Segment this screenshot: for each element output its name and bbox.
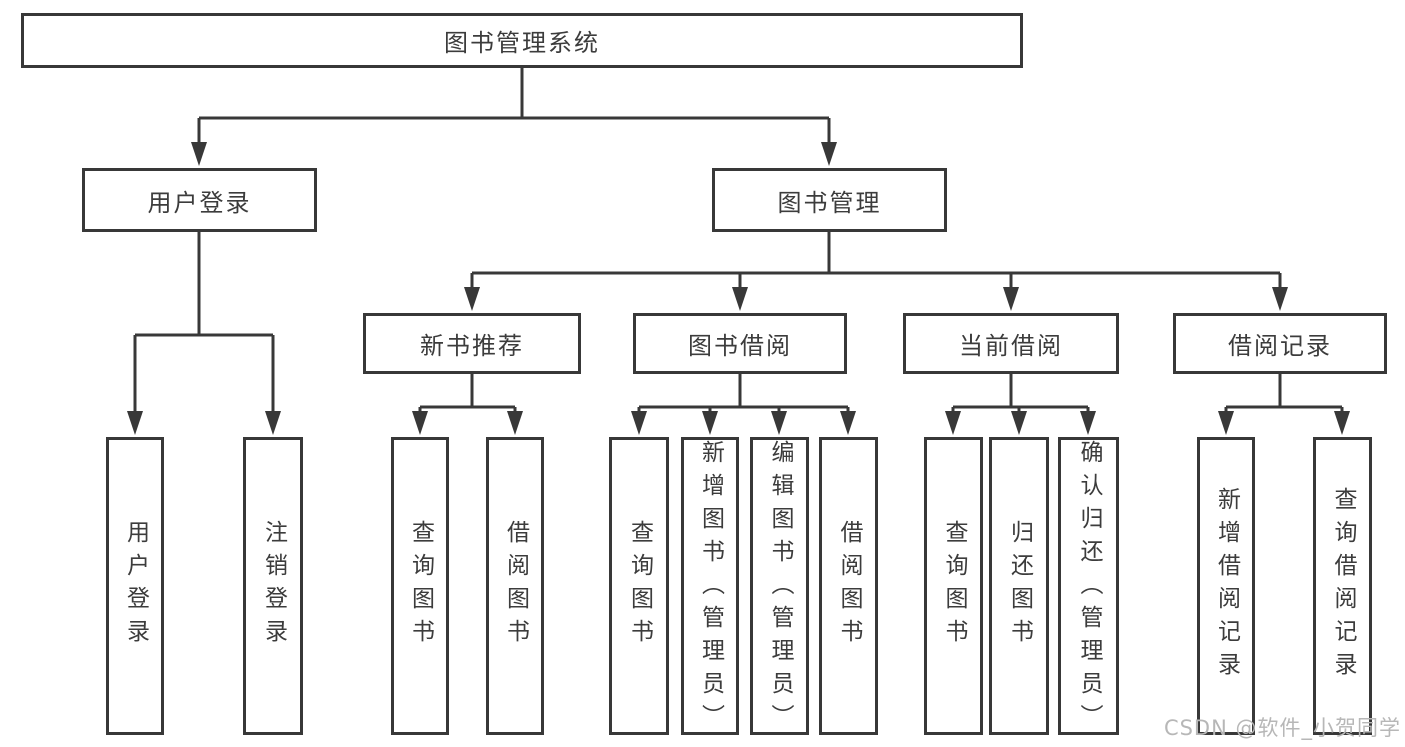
leaf-logout-label: 注销登录 <box>260 520 287 652</box>
leaf-query-books-borrow-label: 查询图书 <box>626 520 653 652</box>
leaf-borrow-books-recommend: 借阅图书 <box>486 437 544 735</box>
node-borrow-record-label: 借阅记录 <box>1228 332 1332 360</box>
leaf-edit-book-admin-label: 编辑图书（管理员） <box>767 440 793 737</box>
leaf-confirm-return-admin-label: 确认归还（管理员） <box>1076 440 1102 737</box>
leaf-borrow-books-recommend-label: 借阅图书 <box>502 520 529 652</box>
leaf-add-borrow-record: 新增借阅记录 <box>1197 437 1255 735</box>
node-new-book-recommend: 新书推荐 <box>363 313 581 374</box>
node-user-login: 用户登录 <box>82 168 317 232</box>
leaf-add-book-admin: 新增图书（管理员） <box>681 437 739 737</box>
csdn-watermark: CSDN @软件_小贺同学 <box>1163 716 1401 740</box>
leaf-query-books-borrow: 查询图书 <box>609 437 669 735</box>
node-borrow-record: 借阅记录 <box>1173 313 1387 374</box>
leaf-logout: 注销登录 <box>243 437 303 735</box>
leaf-return-book-label: 归还图书 <box>1006 520 1033 652</box>
leaf-query-borrow-record-label: 查询借阅记录 <box>1330 487 1356 685</box>
node-current-borrow-label: 当前借阅 <box>959 332 1063 360</box>
leaf-query-books-current-label: 查询图书 <box>941 520 967 652</box>
leaf-borrow-books: 借阅图书 <box>819 437 878 735</box>
node-book-management: 图书管理 <box>712 168 947 232</box>
leaf-query-books-current: 查询图书 <box>924 437 983 735</box>
leaf-edit-book-admin: 编辑图书（管理员） <box>750 437 809 737</box>
node-book-borrow: 图书借阅 <box>633 313 847 374</box>
node-book-management-label: 图书管理 <box>777 188 882 217</box>
leaf-return-book: 归还图书 <box>989 437 1049 735</box>
root-node-label: 图书管理系统 <box>444 29 600 57</box>
node-book-borrow-label: 图书借阅 <box>688 332 792 360</box>
node-user-login-label: 用户登录 <box>147 188 252 217</box>
node-new-book-recommend-label: 新书推荐 <box>420 332 524 360</box>
leaf-add-borrow-record-label: 新增借阅记录 <box>1213 487 1240 685</box>
leaf-borrow-books-label: 借阅图书 <box>836 520 862 652</box>
leaf-confirm-return-admin: 确认归还（管理员） <box>1058 437 1119 737</box>
leaf-query-borrow-record: 查询借阅记录 <box>1313 437 1372 735</box>
node-current-borrow: 当前借阅 <box>903 313 1119 374</box>
leaf-query-books-recommend-label: 查询图书 <box>407 520 434 652</box>
root-node: 图书管理系统 <box>21 13 1023 68</box>
leaf-user-login-label: 用户登录 <box>122 520 149 652</box>
leaf-query-books-recommend: 查询图书 <box>391 437 449 735</box>
leaf-user-login: 用户登录 <box>106 437 164 735</box>
leaf-add-book-admin-label: 新增图书（管理员） <box>697 440 724 737</box>
